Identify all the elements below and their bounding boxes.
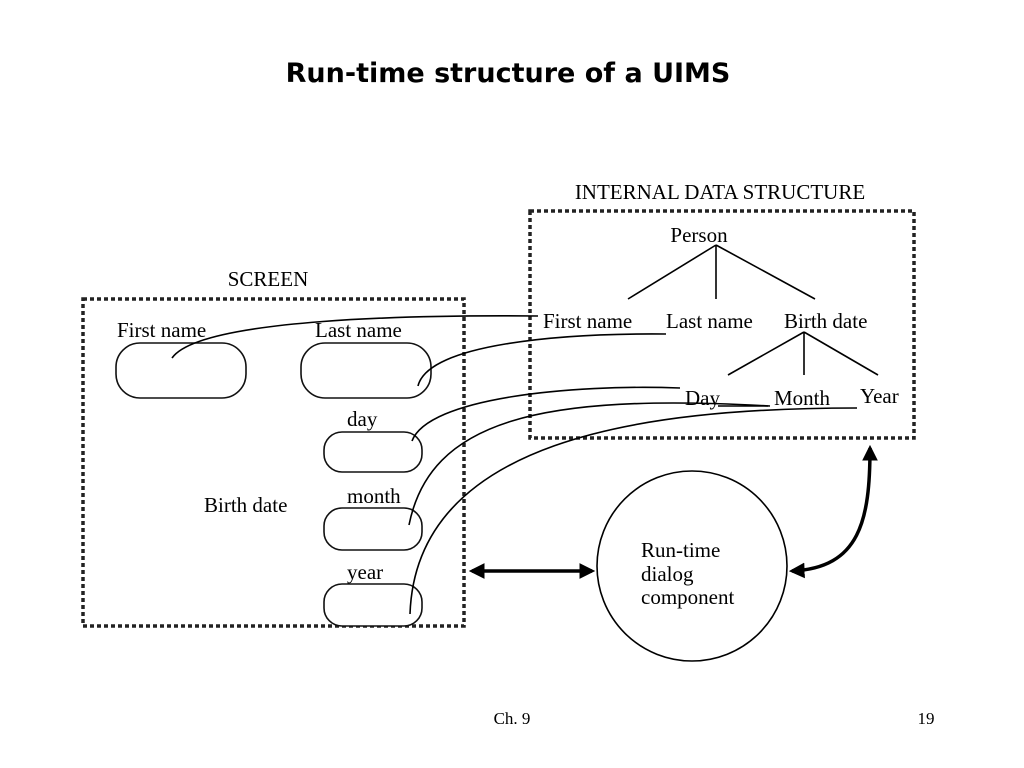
month-field[interactable] <box>323 507 423 551</box>
first-name-field[interactable] <box>115 342 247 399</box>
screen-label-birth-date: Birth date <box>204 493 287 517</box>
binding-first-name <box>171 315 539 359</box>
dialog-line-1: Run-time <box>641 538 720 562</box>
screen-title: SCREEN <box>228 267 309 291</box>
dialog-internal-arrow <box>788 444 878 579</box>
day-field[interactable] <box>323 431 423 473</box>
binding-day <box>411 386 681 442</box>
node-person: Person <box>670 223 728 247</box>
node-year: Year <box>860 384 899 408</box>
slide-title: Run-time structure of a UIMS <box>286 58 731 89</box>
screen-label-year: year <box>347 560 383 584</box>
footer-chapter: Ch. 9 <box>494 709 531 728</box>
screen-label-month: month <box>347 484 401 508</box>
footer-page-number: 19 <box>918 709 935 728</box>
dialog-line-3: component <box>641 585 734 609</box>
node-last-name: Last name <box>666 309 753 333</box>
year-field[interactable] <box>323 583 423 627</box>
screen-box <box>81 297 466 628</box>
binding-curves <box>171 315 858 615</box>
screen-label-first-name: First name <box>117 318 206 342</box>
node-birth-date: Birth date <box>784 309 867 333</box>
dialog-component-circle <box>596 470 788 662</box>
screen-label-last-name: Last name <box>315 318 402 342</box>
tree-edges <box>627 244 879 407</box>
binding-last-name <box>417 333 667 387</box>
internal-box <box>528 209 916 440</box>
binding-year <box>409 407 858 615</box>
node-day: Day <box>685 386 720 410</box>
node-month: Month <box>774 386 831 410</box>
dialog-line-2: dialog <box>641 562 694 586</box>
binding-month <box>408 402 771 526</box>
node-first-name: First name <box>543 309 632 333</box>
screen-label-day: day <box>347 407 378 431</box>
internal-title: INTERNAL DATA STRUCTURE <box>575 180 865 204</box>
last-name-field[interactable] <box>300 342 432 399</box>
